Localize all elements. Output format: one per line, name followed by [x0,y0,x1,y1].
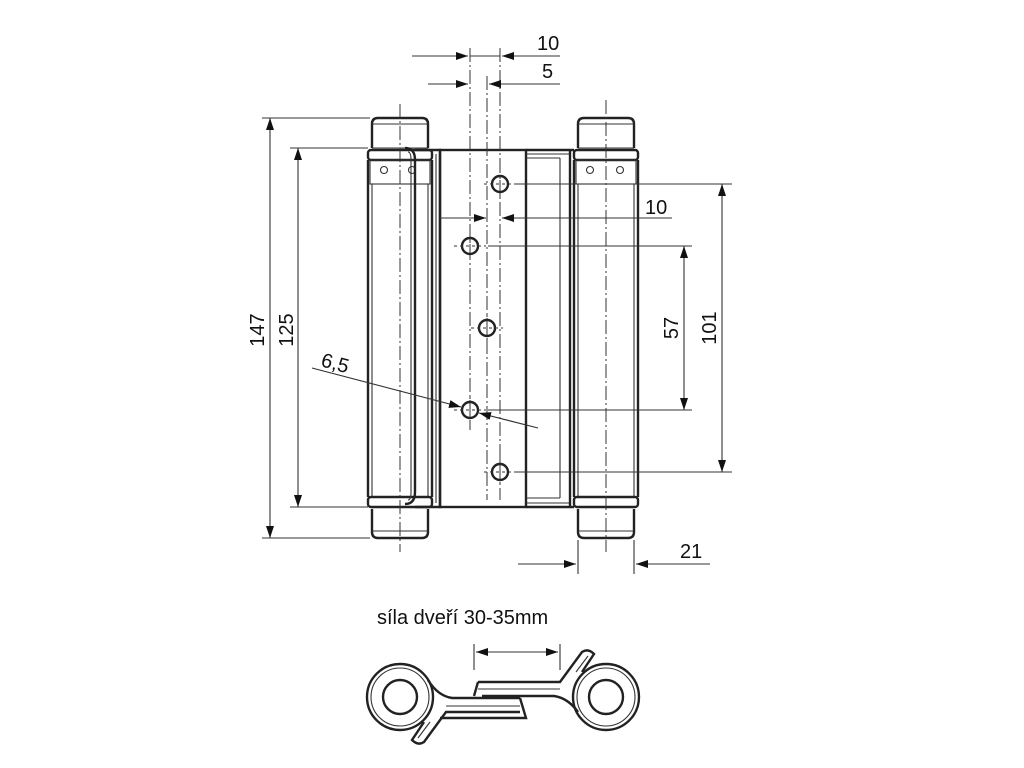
mounting-holes [454,170,516,488]
dimension-barrel-width: 21 [518,540,710,574]
dimension-top-10: 10 [412,33,560,60]
dimension-top-5: 5 [428,61,560,88]
left-leaf [404,146,442,509]
door-thickness-caption: síla dveří 30-35mm [377,607,548,629]
hinge-cross-section [365,644,641,745]
dimension-hole-spacing-57: 57 [488,245,692,411]
dim-label-21: 21 [680,541,702,563]
dim-label-57: 57 [661,317,683,339]
dim-label-5: 5 [542,61,553,83]
dimension-total-height: 147 [247,117,370,539]
dim-label-101: 101 [699,311,721,344]
dim-label-6-5: 6,5 [319,350,352,378]
hole-1 [484,170,516,198]
dim-label-10-top: 10 [537,33,559,55]
dim-label-10-mid: 10 [645,197,667,219]
left-barrel [366,104,434,552]
dimension-hole-diameter: 6,5 [311,350,539,429]
center-plate [438,48,574,509]
hole-4 [454,396,486,426]
right-barrel [572,100,640,552]
dim-label-125: 125 [276,313,298,346]
dim-label-147: 147 [247,313,269,346]
dimension-plate-height: 125 [276,147,368,508]
hole-3 [471,314,503,344]
hole-2 [454,232,486,262]
dimension-hole-spacing-101: 101 [516,183,732,473]
hole-5 [484,458,516,488]
dimension-hole-offset: 10 [440,197,672,222]
